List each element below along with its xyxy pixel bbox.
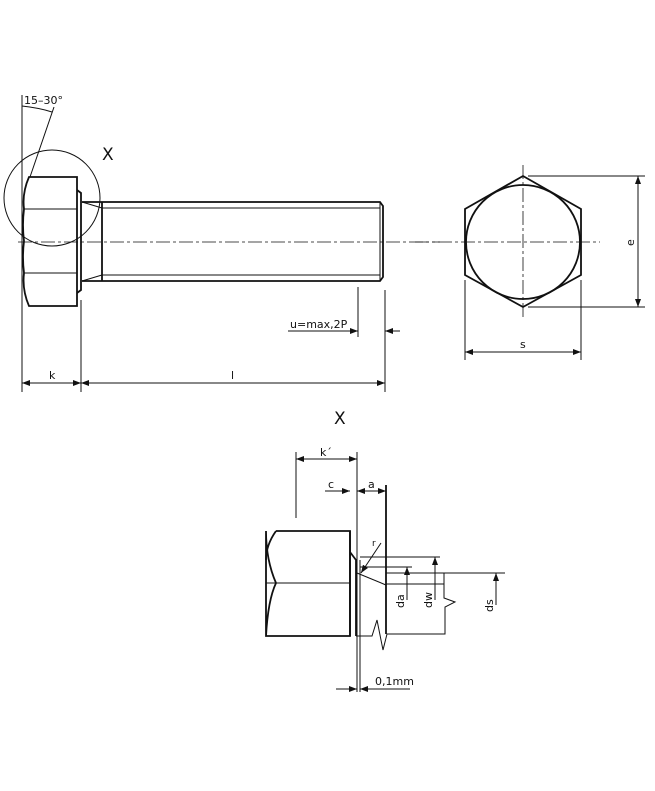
dim-e-label: e — [624, 239, 637, 246]
bolt-head — [22, 176, 78, 307]
washer-face — [76, 189, 82, 294]
detail-circle — [3, 149, 101, 247]
dim-k-prime-label: k´ — [320, 446, 332, 459]
dim-c-label: c — [328, 478, 334, 491]
bolt-side-view: X 15–30° k l u=max,2P — [3, 94, 440, 392]
detail-view: X k´ c a r da dw ds 0,1 — [265, 409, 505, 692]
dim-l-label: l — [231, 369, 234, 382]
dim-u-label: u=max,2P — [290, 318, 348, 331]
dim-dw-label: dw — [422, 592, 435, 608]
angle-label: 15–30° — [24, 94, 63, 107]
dim-ds-label: ds — [483, 599, 496, 612]
dim-s-label: s — [520, 338, 526, 351]
bolt-shank — [82, 201, 384, 282]
dim-k-label: k — [49, 369, 56, 382]
dim-r-label: r — [372, 539, 376, 549]
detail-marker: X — [102, 145, 114, 165]
bolt-end-view: s e — [415, 165, 645, 360]
dim-gap-label: 0,1mm — [375, 675, 414, 688]
dim-da-label: da — [394, 594, 407, 608]
detail-title: X — [334, 409, 346, 429]
dim-a-label: a — [368, 478, 375, 491]
